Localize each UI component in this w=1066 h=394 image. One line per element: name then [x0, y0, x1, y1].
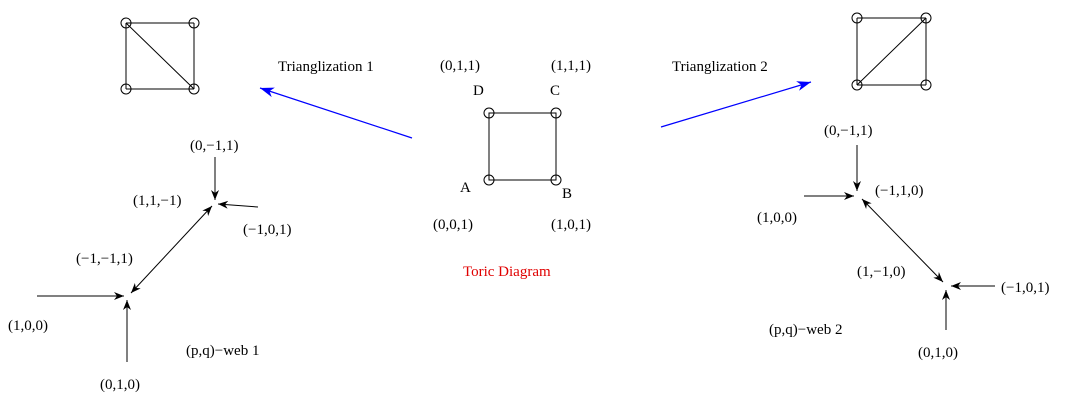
web1-internal-edge	[130, 205, 213, 294]
toric-vertex-label-c: C	[550, 83, 560, 99]
web2-internal-edge	[861, 198, 944, 283]
tri2-vertex-b	[920, 79, 932, 91]
web2-label-right: (−1,0,1)	[1001, 280, 1049, 296]
web1-label-top: (0,−1,1)	[190, 138, 238, 154]
web1-title: (p,q)−web 1	[186, 343, 259, 359]
toric-square	[483, 107, 562, 186]
tri1-vertex-b	[188, 83, 200, 95]
toric-vertex-label-b: B	[562, 186, 572, 202]
triangulation-1-square	[120, 17, 200, 95]
web2-title: (p,q)−web 2	[769, 322, 842, 338]
tri2-vertex-a	[851, 79, 863, 91]
toric-vertex-d	[483, 107, 495, 119]
toric-coord-d: (0,1,1)	[440, 58, 480, 74]
triangulation-1-label: Trianglization 1	[278, 59, 374, 75]
web1-right-leg	[217, 200, 259, 209]
pq-web-1	[37, 157, 259, 362]
triangulation-2-label: Trianglization 2	[672, 59, 768, 75]
toric-vertex-b	[550, 174, 562, 186]
tri2-diagonal	[856, 17, 927, 86]
triangulation-2-square	[851, 12, 932, 91]
toric-diagram-title: Toric Diagram	[463, 264, 551, 280]
toric-vertex-c	[550, 107, 562, 119]
toric-coord-a: (0,0,1)	[433, 217, 473, 233]
web1-label-right: (−1,0,1)	[243, 222, 291, 238]
toric-vertex-label-a: A	[460, 180, 471, 196]
toric-coord-c: (1,1,1)	[551, 58, 591, 74]
tri2-vertex-c	[920, 12, 932, 24]
tri1-diagonal	[125, 22, 195, 90]
web2-label-diag-lower: (1,−1,0)	[857, 264, 905, 280]
web2-label-diag-upper: (−1,1,0)	[875, 183, 923, 199]
pq-web-2	[804, 145, 995, 330]
tri1-vertex-c	[188, 17, 200, 29]
web1-label-diag-upper: (1,1,−1)	[133, 193, 181, 209]
tri2-vertex-d	[851, 12, 863, 24]
web1-label-diag-lower: (−1,−1,1)	[76, 251, 133, 267]
web1-label-left: (1,0,0)	[8, 318, 48, 334]
toric-square-outline	[488, 112, 557, 181]
web2-label-left: (1,0,0)	[757, 210, 797, 226]
tri1-vertex-a	[120, 83, 132, 95]
toric-vertex-label-d: D	[473, 83, 484, 99]
web2-label-top: (0,−1,1)	[824, 123, 872, 139]
web2-label-bottom: (0,1,0)	[918, 345, 958, 361]
web1-label-bottom: (0,1,0)	[100, 377, 140, 393]
arrow-to-triangulation-2	[660, 81, 812, 128]
arrow-to-triangulation-1	[259, 87, 413, 139]
tri1-vertex-d	[120, 17, 132, 29]
toric-coord-b: (1,0,1)	[551, 217, 591, 233]
toric-vertex-a	[483, 174, 495, 186]
